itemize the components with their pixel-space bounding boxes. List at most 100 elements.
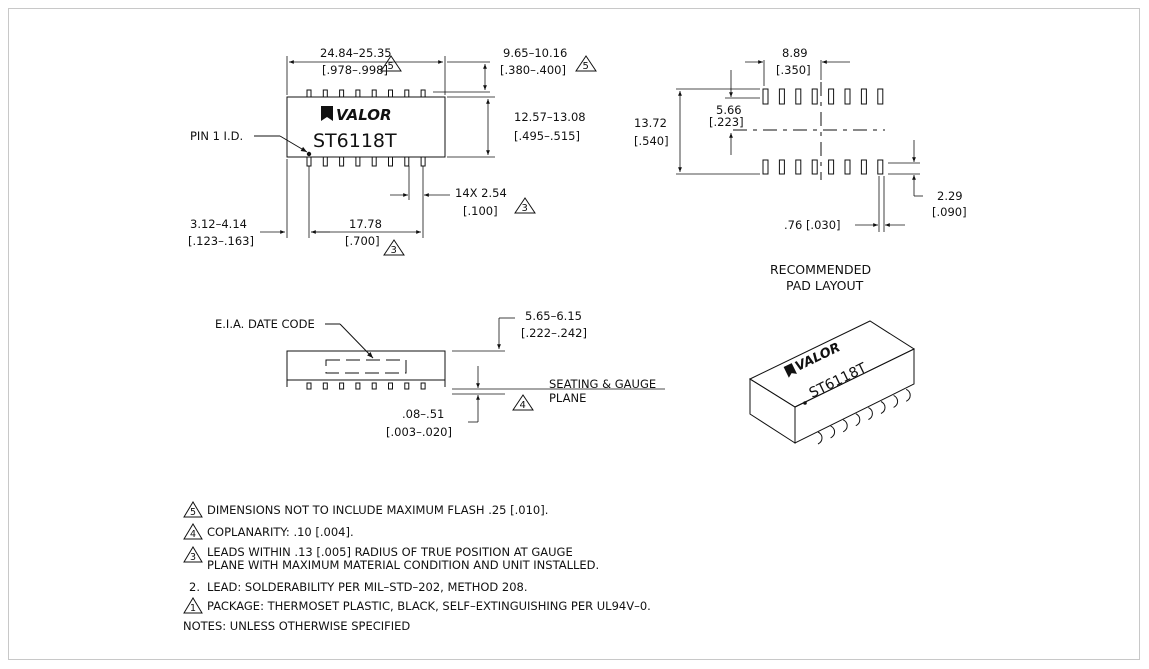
pad [778, 88, 785, 105]
svg-text:PLANE WITH MAXIMUM MATERIAL CO: PLANE WITH MAXIMUM MATERIAL CONDITION AN… [207, 558, 599, 572]
pin [322, 89, 328, 98]
pin [388, 382, 393, 390]
note-triangle-icon [183, 501, 203, 518]
pin [339, 382, 345, 390]
pad [877, 88, 884, 105]
pad [828, 88, 835, 105]
plane-label-1: SEATING & GAUGE [549, 377, 656, 391]
pin [420, 156, 426, 167]
svg-text:5: 5 [190, 507, 196, 518]
pad [860, 88, 867, 105]
top-view-pins-lower [306, 156, 426, 167]
svg-text:4: 4 [190, 529, 196, 540]
date-code-label: E.I.A. DATE CODE [215, 317, 315, 331]
pin [339, 156, 345, 167]
iso-pin [868, 407, 873, 421]
pad-layout-view: 8.89 [.350] 13.72 [.540] 5.66 [.223] 2.2… [634, 46, 967, 293]
pin [306, 382, 312, 390]
pin1-label: PIN 1 I.D. [190, 129, 243, 143]
pad-len-in: [.090] [932, 205, 967, 219]
inner-mm: 5.66 [716, 103, 742, 117]
pin [420, 382, 426, 390]
standoff-mm: .08–.51 [402, 407, 444, 421]
brand-logo: VALOR [321, 106, 392, 124]
pitch-in: [.100] [463, 204, 498, 218]
plane-label-2: PLANE [549, 391, 586, 405]
outer-mm: 13.72 [634, 116, 667, 130]
pad [877, 159, 884, 175]
side-height-mm: 5.65–6.15 [525, 309, 582, 323]
iso-pin [830, 425, 836, 439]
pin [322, 382, 328, 390]
pin [306, 89, 312, 98]
note-triangle-icon [183, 523, 203, 540]
svg-text:DIMENSIONS NOT TO INCLUDE MAXI: DIMENSIONS NOT TO INCLUDE MAXIMUM FLASH … [207, 503, 548, 517]
pad-pitch-mm: 8.89 [782, 46, 808, 60]
svg-text:3: 3 [391, 245, 397, 256]
note-triangle-icon: 5 [380, 55, 402, 72]
pad-row-upper [762, 88, 884, 105]
part-number: ST6118T [313, 130, 397, 152]
pad [762, 88, 769, 105]
side-view: E.I.A. DATE CODE 5.65–6.15 [.222–.242] S… [215, 309, 665, 439]
pad [860, 159, 867, 175]
length-in: [.978–.998] [322, 63, 388, 77]
note-item: 5 DIMENSIONS NOT TO INCLUDE MAXIMUM FLAS… [183, 501, 548, 518]
pad [762, 159, 769, 175]
lead-mm: 3.12–4.14 [190, 217, 247, 231]
pad [844, 88, 851, 105]
iso-pin [905, 388, 911, 402]
pin [388, 89, 393, 98]
pin [339, 89, 345, 98]
note-triangle-icon: 3 [514, 197, 536, 214]
height-in: [.495–.515] [514, 129, 580, 143]
width-in: [.380–.400] [500, 63, 566, 77]
brand-text: VALOR [336, 106, 392, 124]
iso-pin [855, 413, 861, 427]
pad-width: .76 [.030] [784, 218, 841, 232]
svg-text:1: 1 [190, 603, 196, 614]
pad [795, 88, 802, 105]
svg-text:PACKAGE: THERMOSET PLASTIC, BL: PACKAGE: THERMOSET PLASTIC, BLACK, SELF–… [207, 599, 651, 613]
pad-len-mm: 2.29 [937, 189, 963, 203]
isometric-view: VALOR ST6118T [748, 320, 916, 445]
pin [306, 156, 312, 167]
date-code-box [325, 359, 407, 374]
pin [371, 156, 377, 167]
iso-pin1-dot [803, 401, 807, 405]
pin [388, 156, 393, 167]
valor-logo-icon [783, 363, 797, 378]
svg-text:5: 5 [583, 61, 589, 72]
pad-layout-caption-1: RECOMMENDED [770, 262, 871, 277]
pad [811, 88, 818, 105]
inner-in: [.223] [709, 115, 744, 129]
width-mm: 9.65–10.16 [503, 46, 567, 60]
pin [404, 382, 410, 390]
svg-text:VALOR: VALOR [793, 340, 843, 375]
pitch-mm: 14X 2.54 [455, 186, 507, 200]
iso-pins [817, 388, 911, 445]
length-mm: 24.84–25.35 [320, 46, 392, 60]
note-item: 3 LEADS WITHIN .13 [.005] RADIUS OF TRUE… [183, 545, 599, 572]
svg-text:3: 3 [522, 203, 528, 214]
svg-text:3: 3 [190, 552, 196, 563]
iso-pin [817, 431, 823, 445]
pad-row-lower [762, 159, 884, 175]
svg-text:COPLANARITY: .10 [.004].: COPLANARITY: .10 [.004]. [207, 525, 354, 539]
valor-logo-icon [321, 106, 333, 121]
pad [844, 159, 851, 175]
note-item: 1 PACKAGE: THERMOSET PLASTIC, BLACK, SEL… [183, 597, 651, 614]
note-item: 4 COPLANARITY: .10 [.004]. [183, 523, 354, 540]
pad [811, 159, 818, 175]
iso-pin [893, 394, 899, 408]
pin [420, 89, 426, 98]
iso-side-face [749, 378, 796, 444]
note-triangle-icon: 4 [512, 394, 534, 411]
side-view-pins [306, 382, 426, 390]
note-item: 2. LEAD: SOLDERABILITY PER MIL–STD–202, … [189, 580, 528, 594]
note-triangle-icon [183, 597, 203, 614]
notes-block: 5 DIMENSIONS NOT TO INCLUDE MAXIMUM FLAS… [183, 501, 651, 633]
top-view-body [286, 96, 446, 158]
note-triangle-icon: 3 [383, 239, 405, 256]
